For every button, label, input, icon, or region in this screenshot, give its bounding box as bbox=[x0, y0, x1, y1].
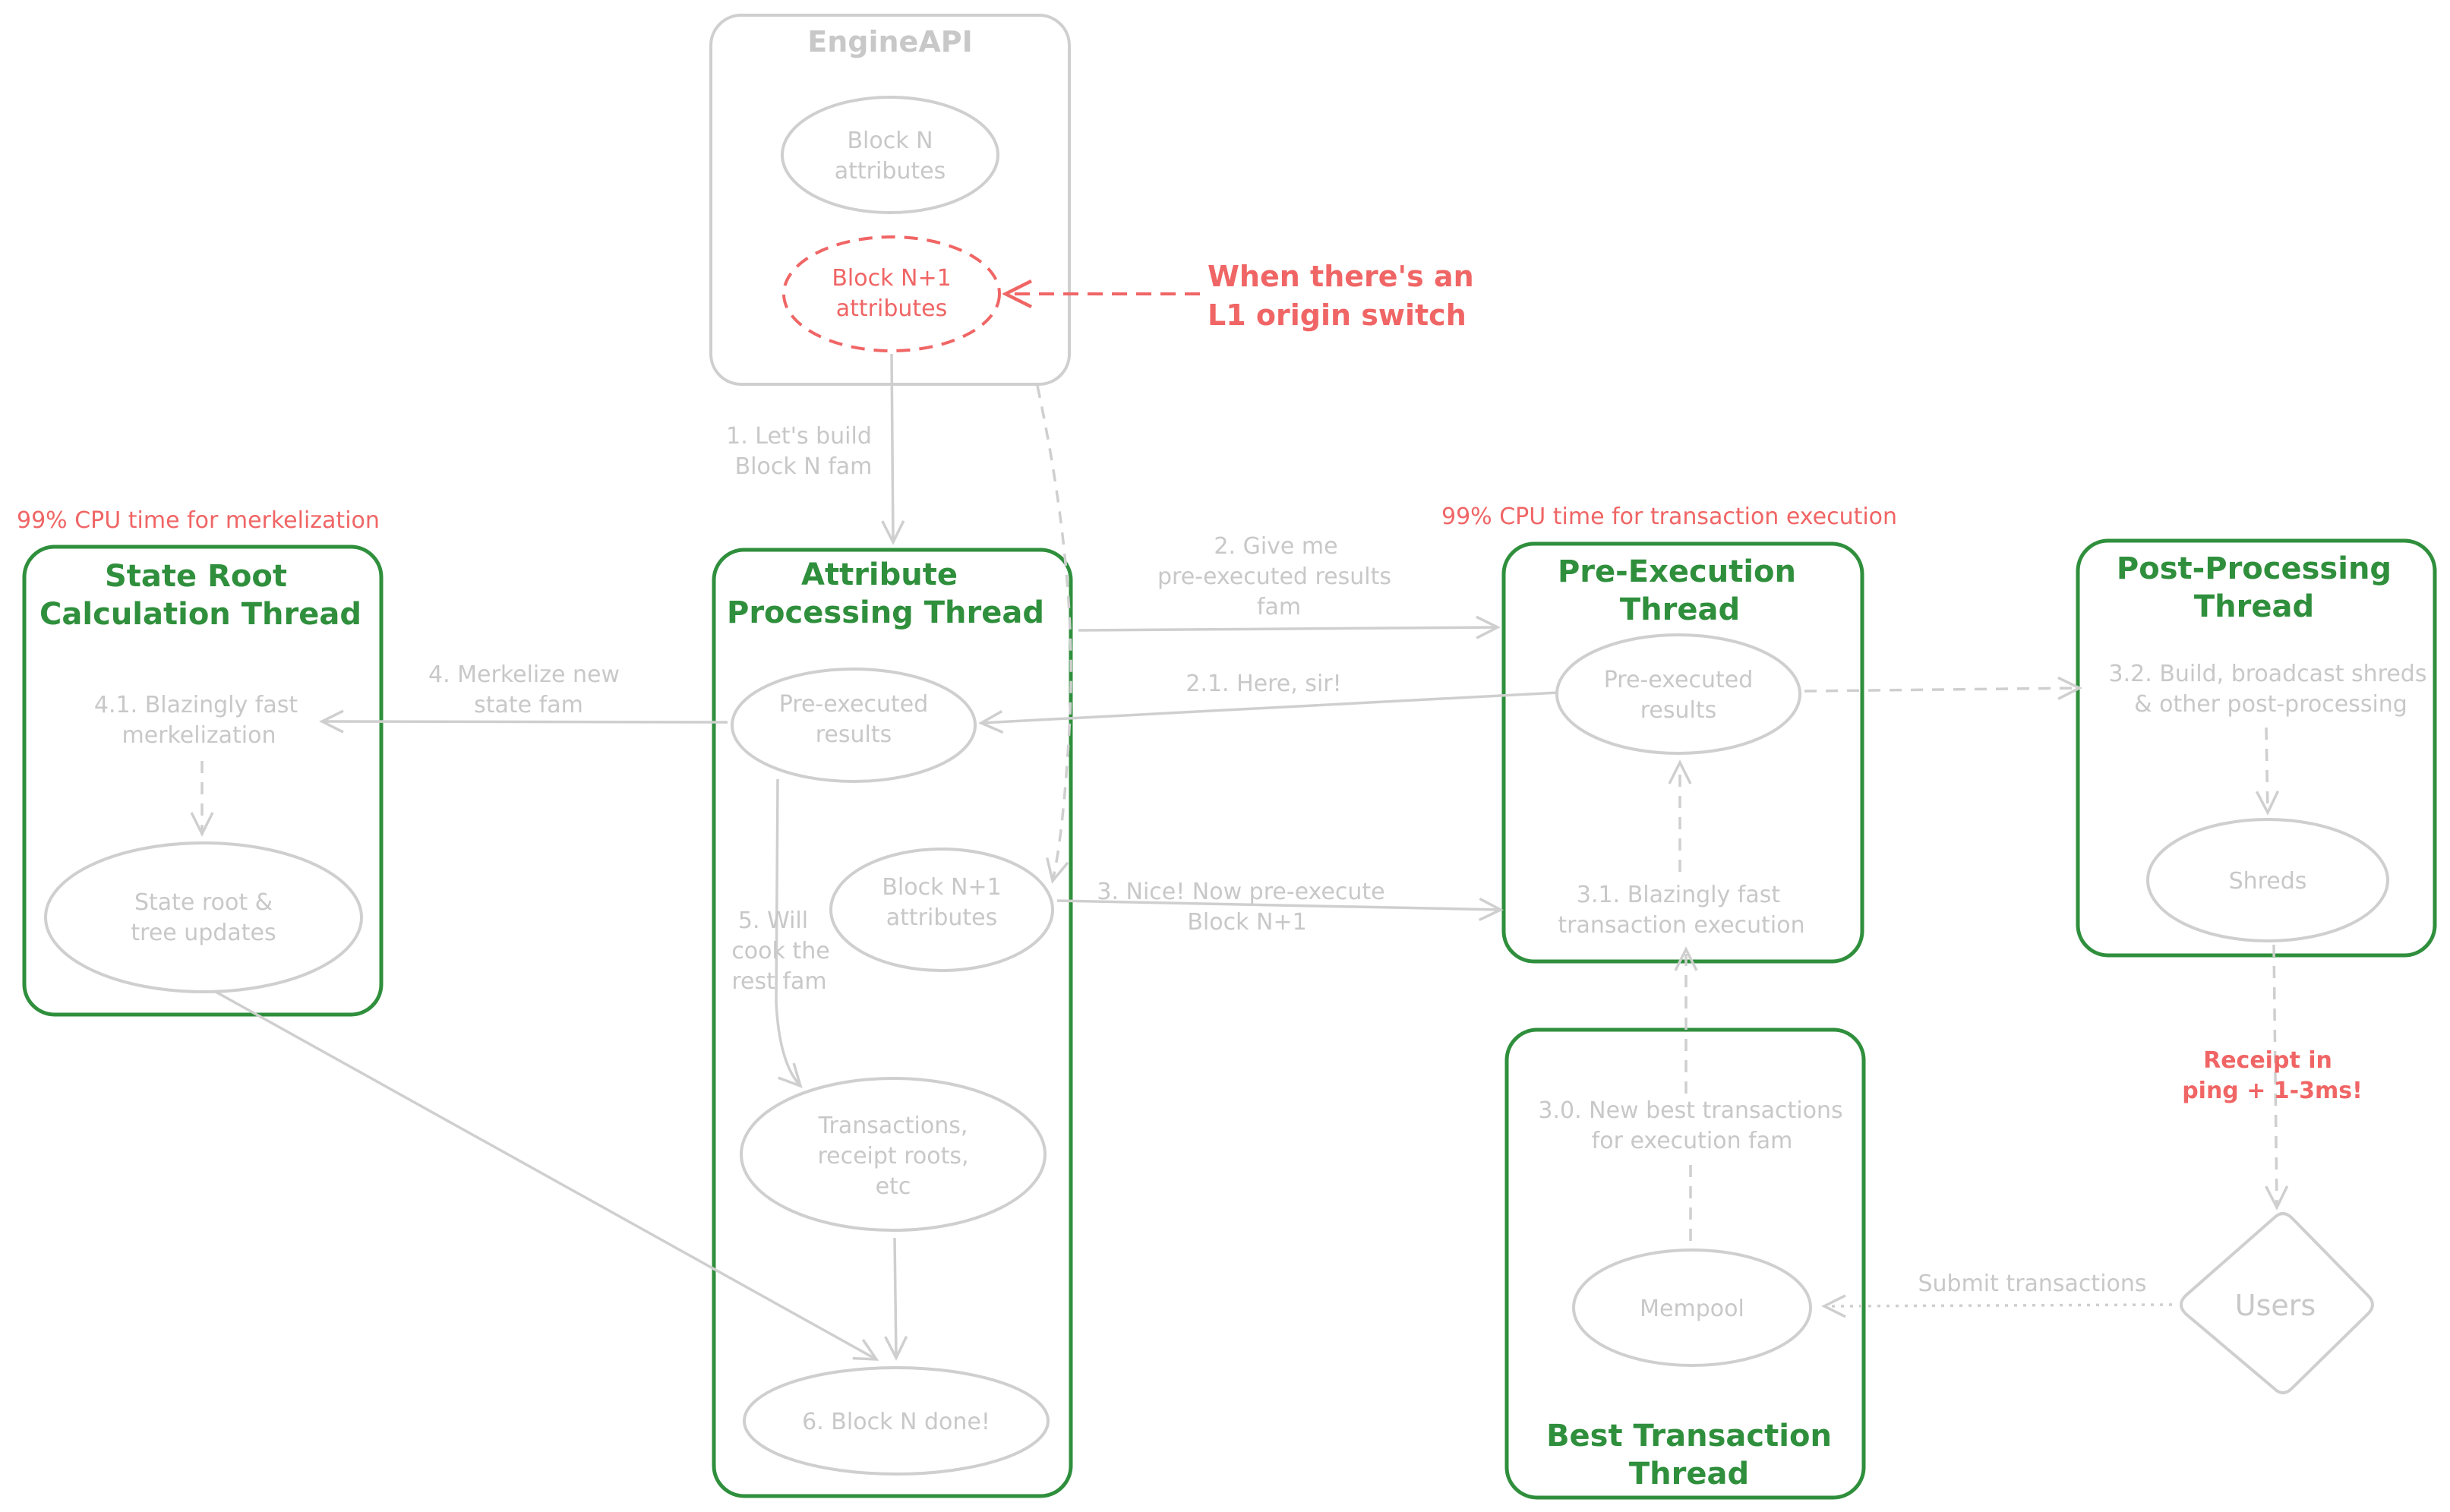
post-processing-build-1: 3.2. Build, broadcast shreds bbox=[2109, 661, 2427, 687]
new-best-label-2: for execution fam bbox=[1592, 1128, 1793, 1154]
edge-transactions-done bbox=[884, 1237, 908, 1361]
attribute-title-2: Processing Thread bbox=[727, 595, 1044, 630]
transactions-label-1: Transactions, bbox=[818, 1113, 968, 1139]
best-tx-title-1: Best Transaction bbox=[1546, 1419, 1832, 1454]
edge-nice-now bbox=[1056, 897, 1504, 922]
shreds-label: Shreds bbox=[2229, 868, 2307, 895]
state-root-updates-label-1: State root & bbox=[134, 889, 273, 916]
block-n-attributes-node bbox=[781, 96, 999, 214]
edge-merkelize-label-2: state fam bbox=[474, 692, 583, 718]
edge-give-me-label-2: pre-executed results bbox=[1157, 563, 1391, 590]
engine-api-title: EngineAPI bbox=[807, 25, 972, 58]
edge-receipt-label-1: Receipt in bbox=[2203, 1047, 2332, 1074]
pre-execution-results-node bbox=[1555, 633, 1801, 755]
edge-here-sir bbox=[978, 691, 1559, 734]
attribute-title-1: Attribute bbox=[801, 557, 958, 592]
edge-submit-label: Submit transactions bbox=[1918, 1271, 2146, 1297]
block-n1-attributes-node-red bbox=[782, 235, 1001, 352]
edge-receipt bbox=[2265, 944, 2289, 1211]
best-transaction-thread: 3.0. New best transactions for execution… bbox=[1504, 1027, 1866, 1500]
pre-execution-results-label-2: results bbox=[1640, 697, 1717, 724]
edge-will-cook bbox=[775, 778, 803, 1088]
edge-lets-build-label-2: Block N fam bbox=[735, 453, 873, 480]
engine-api-box: EngineAPI Block N attributes Block N+1 a… bbox=[709, 14, 1071, 386]
mempool-node bbox=[1572, 1248, 1812, 1367]
pre-execution-results-label-1: Pre-executed bbox=[1604, 667, 1754, 693]
state-root-updates-label-2: tree updates bbox=[131, 920, 276, 946]
best-tx-title-2: Thread bbox=[1629, 1457, 1749, 1491]
edge-l1-block-n1 bbox=[1036, 385, 1072, 884]
edge-submit-transactions bbox=[1821, 1294, 2173, 1318]
block-n-label-2: attributes bbox=[835, 158, 946, 185]
cpu-note-merkelization: 99% CPU time for merkelization bbox=[17, 507, 380, 534]
block-n1-label-2: attributes bbox=[886, 904, 997, 931]
state-root-title-2: Calculation Thread bbox=[39, 597, 362, 632]
block-n1-red-label-2: attributes bbox=[836, 295, 947, 322]
state-root-updates-node bbox=[44, 841, 363, 993]
transactions-node bbox=[740, 1077, 1047, 1232]
edge-post-processing bbox=[1804, 676, 2082, 700]
pre-executed-label-1: Pre-executed bbox=[779, 691, 929, 718]
l1-note-line-1: When there's an bbox=[1208, 260, 1474, 293]
pre-execution-title-2: Thread bbox=[1620, 592, 1740, 627]
edge-lets-build bbox=[881, 353, 905, 545]
new-best-label-1: 3.0. New best transactions bbox=[1538, 1097, 1842, 1124]
merkelization-label-1: 4.1. Blazingly fast bbox=[94, 692, 298, 718]
users-label: Users bbox=[2235, 1289, 2316, 1322]
pre-executed-results-node bbox=[731, 668, 977, 783]
block-n-done-node bbox=[743, 1366, 1050, 1476]
post-processing-title-2: Thread bbox=[2194, 589, 2314, 624]
edge-lets-build-label-1: 1. Let's build bbox=[726, 423, 872, 450]
block-n-label-1: Block N bbox=[847, 128, 933, 154]
fast-exec-label-2: transaction execution bbox=[1558, 912, 1804, 939]
pre-executed-label-2: results bbox=[816, 721, 892, 748]
cpu-note-execution: 99% CPU time for transaction execution bbox=[1441, 503, 1897, 530]
edge-receipt-label-2: ping + 1-3ms! bbox=[2182, 1078, 2363, 1104]
block-n1-red-label-1: Block N+1 bbox=[832, 265, 951, 292]
edge-state-root-done bbox=[215, 990, 879, 1361]
edge-give-me-label-1: 2. Give me bbox=[1214, 533, 1337, 560]
attribute-processing-thread: Attribute Processing Thread Pre-executed… bbox=[712, 548, 1073, 1498]
l1-note-line-2: L1 origin switch bbox=[1208, 298, 1467, 332]
post-processing-build-2: & other post-processing bbox=[2134, 691, 2407, 718]
state-root-title-1: State Root bbox=[105, 559, 287, 594]
edge-give-me-label-3: fam bbox=[1257, 594, 1301, 620]
pre-execution-thread: Pre-Execution Thread Pre-executed result… bbox=[1501, 541, 1864, 964]
edge-will-cook-label-2: cook the bbox=[731, 938, 829, 964]
users-node: Users bbox=[2180, 1212, 2374, 1394]
shreds-node bbox=[2146, 818, 2389, 942]
edge-build-shreds bbox=[2255, 727, 2280, 816]
edge-will-cook-label-1: 5. Will bbox=[738, 908, 808, 934]
edge-here-sir-label: 2.1. Here, sir! bbox=[1186, 671, 1341, 697]
post-processing-thread: Post-Processing Thread 3.2. Build, broad… bbox=[2076, 538, 2437, 958]
edge-merkelize-label-1: 4. Merkelize new bbox=[428, 661, 620, 688]
edge-will-cook-label-3: rest fam bbox=[731, 968, 826, 995]
mempool-label: Mempool bbox=[1640, 1296, 1744, 1322]
merkelization-label-2: merkelization bbox=[122, 722, 276, 749]
block-n1-attributes-node bbox=[829, 848, 1054, 972]
pre-execution-title-1: Pre-Execution bbox=[1558, 554, 1796, 589]
block-n1-label-1: Block N+1 bbox=[882, 874, 1001, 901]
transactions-label-2: receipt roots, bbox=[817, 1143, 968, 1170]
edge-nice-now-label-1: 3. Nice! Now pre-execute bbox=[1097, 879, 1384, 905]
state-root-thread: State Root Calculation Thread 4.1. Blazi… bbox=[22, 545, 384, 1017]
edge-nice-now-label-2: Block N+1 bbox=[1187, 909, 1306, 936]
post-processing-title-1: Post-Processing bbox=[2117, 551, 2392, 586]
edge-give-me bbox=[1078, 615, 1501, 639]
transactions-label-3: etc bbox=[876, 1173, 911, 1200]
edge-merkelize bbox=[319, 709, 728, 734]
fast-exec-label-1: 3.1. Blazingly fast bbox=[1577, 882, 1780, 908]
block-n-done-label: 6. Block N done! bbox=[802, 1409, 990, 1435]
